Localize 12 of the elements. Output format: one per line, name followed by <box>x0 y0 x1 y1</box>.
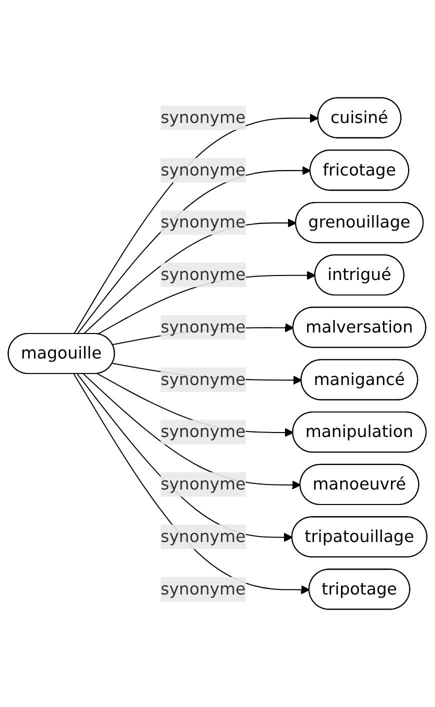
edge-label: synonyme <box>160 160 246 180</box>
edge-label: synonyme <box>160 212 246 232</box>
edge-label: synonyme <box>160 526 246 546</box>
arrow <box>83 218 296 334</box>
edge-label: synonyme <box>160 108 246 128</box>
edge-label: synonyme <box>160 422 246 442</box>
edge-label: synonyme <box>160 264 246 284</box>
edge-label: synonyme <box>160 578 246 598</box>
arrow <box>76 166 311 334</box>
edge-label: synonyme <box>160 474 246 494</box>
edge-label: synonyme <box>160 317 246 337</box>
edge-label: synonyme <box>160 369 246 389</box>
